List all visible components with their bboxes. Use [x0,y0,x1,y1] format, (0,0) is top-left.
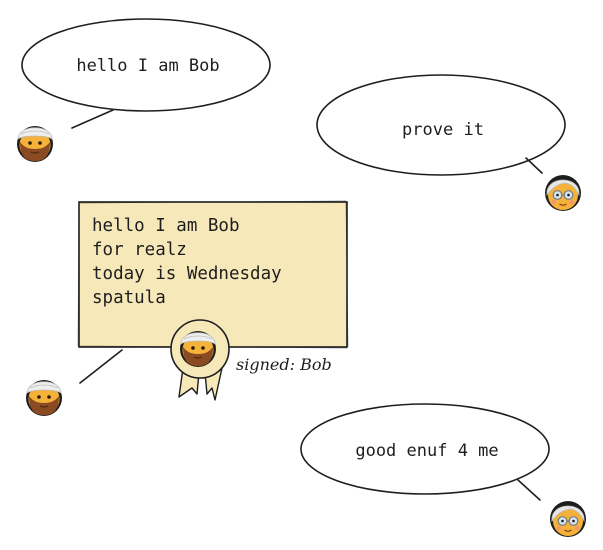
certificate-line-4: spatula [92,288,166,308]
bubble-text-bob-intro: hello I am Bob [76,56,219,76]
certificate-line-1: hello I am Bob [92,216,240,236]
connector-line [79,349,123,384]
bob-avatar-icon [16,125,54,163]
bubble-text-alice-accept: good enuf 4 me [355,441,498,461]
alice-avatar-icon [544,174,582,212]
rosette-seal-icon [170,319,230,401]
speech-bubble-bob-intro: hello I am Bob [21,18,271,129]
speech-bubble-alice-accept: good enuf 4 me [300,403,550,501]
bubble-text-alice-challenge: prove it [402,120,484,140]
certificate-text: hello I am Bob for realz today is Wednes… [92,216,292,308]
signature-text: signed: Bob [236,355,332,374]
bob-avatar-icon [25,379,63,417]
speech-bubble-alice-challenge: prove it [316,74,566,176]
certificate-line-2: for realz [92,240,187,260]
certificate-line-3: today is Wednesday [92,264,282,284]
alice-avatar-icon [549,500,587,538]
